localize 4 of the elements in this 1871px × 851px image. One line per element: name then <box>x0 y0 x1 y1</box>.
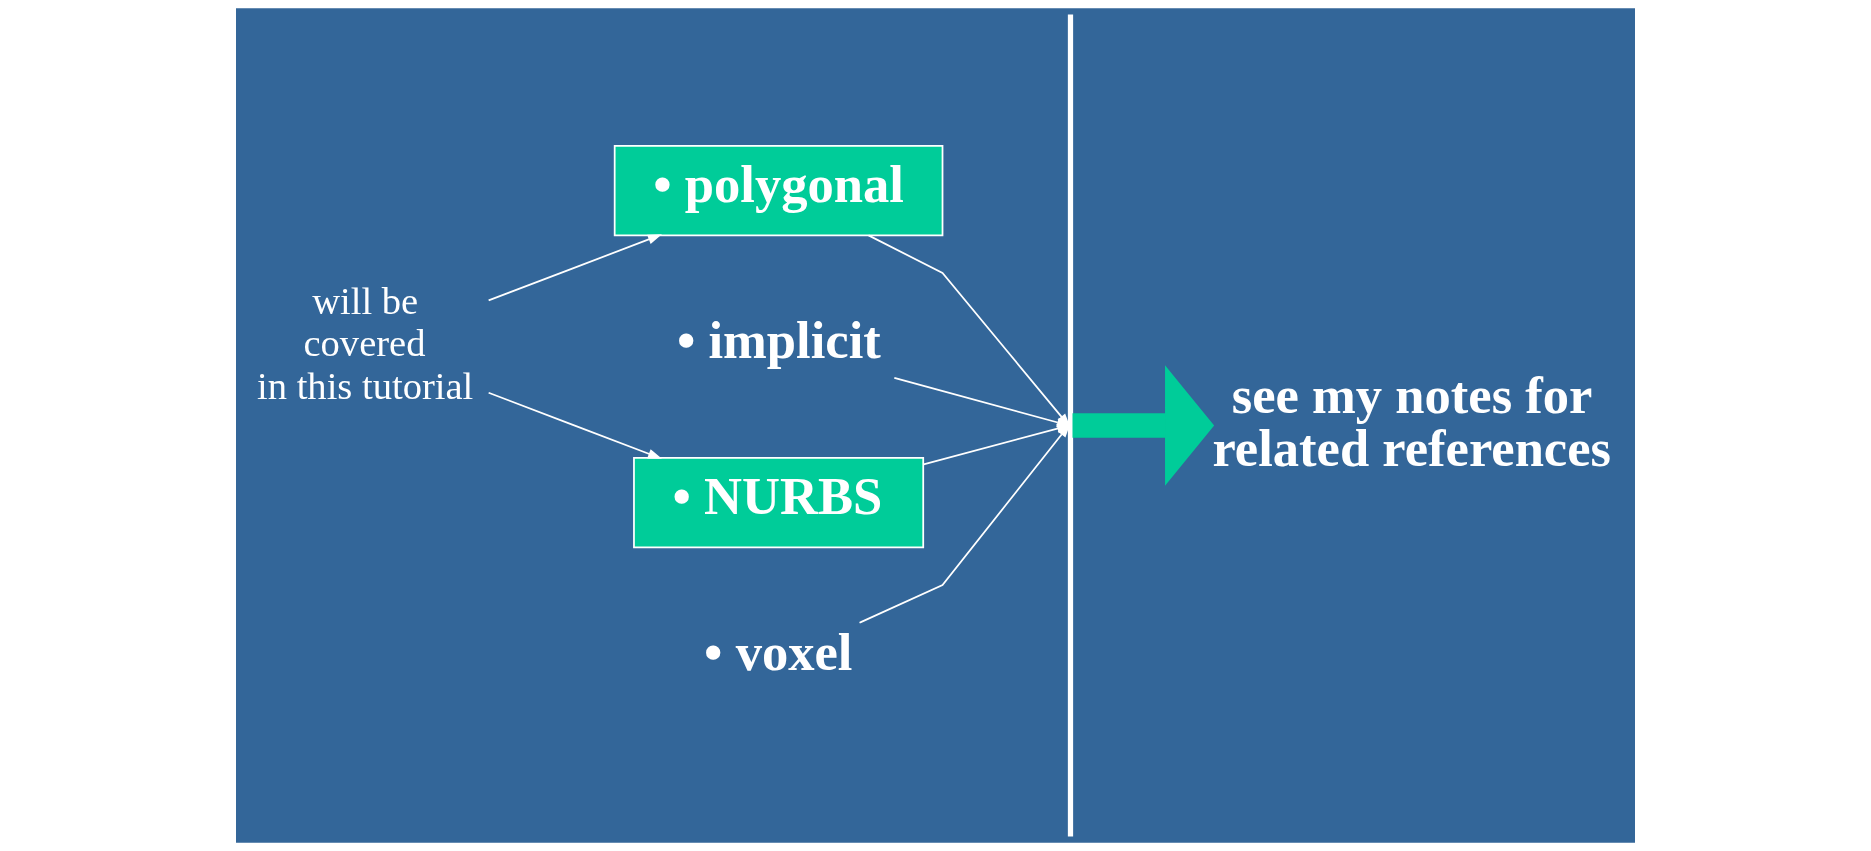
node-text: • voxel <box>704 623 853 682</box>
node-text: • implicit <box>676 311 881 369</box>
node-text: will be covered in this tutorial <box>257 280 474 407</box>
node-text: see my notes for related references <box>1212 366 1612 477</box>
